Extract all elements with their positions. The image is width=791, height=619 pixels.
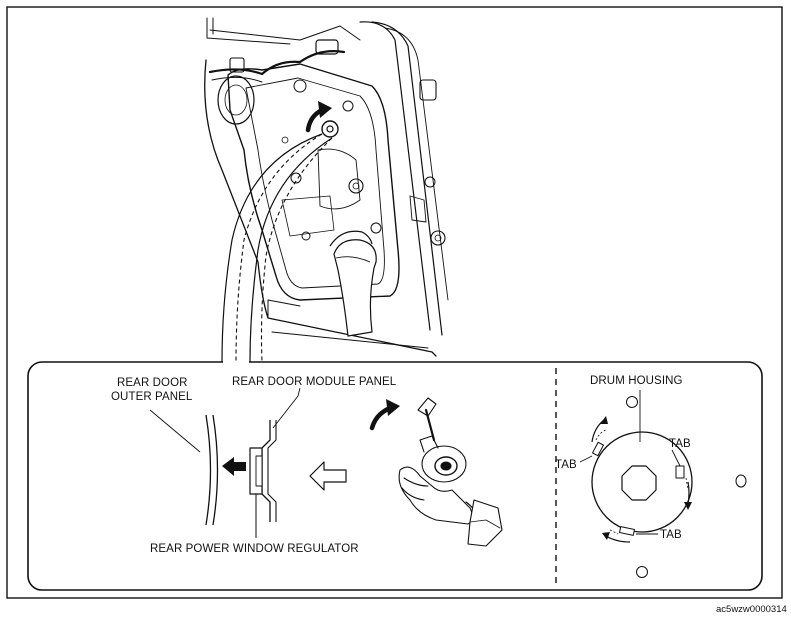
drum-center-hub [621, 465, 657, 501]
tab-left-mark [592, 441, 604, 457]
drum-housing-circle [591, 431, 693, 533]
detail-box [27, 361, 763, 591]
tab-right-mark [675, 465, 685, 479]
rotation-arrow-top [305, 101, 332, 133]
section-view [149, 387, 301, 538]
label-rear-door-module-panel: REAR DOOR MODULE PANEL [232, 376, 397, 388]
drum-housing-view [579, 390, 747, 578]
mount-hole-bottom [636, 566, 648, 578]
tab-left-arrowhead [600, 416, 608, 424]
view-direction-arrow [309, 461, 347, 491]
mount-hole-right [735, 474, 747, 488]
callout-lines [221, 133, 333, 363]
label-tab-bottom: TAB [660, 529, 682, 541]
rotation-arrow-middle [369, 399, 400, 431]
hand-holding-regulator [398, 397, 503, 547]
regulator-hole [321, 120, 339, 138]
figure-code: ac5wzw0000314 [716, 604, 787, 615]
label-rear-power-window-regulator: REAR POWER WINDOW REGULATOR [150, 543, 359, 555]
outer-border [6, 6, 783, 599]
tab-right-arrowhead [684, 502, 692, 510]
removal-direction-arrow [222, 457, 246, 476]
door-illustration [204, 17, 449, 357]
tab-bottom-mark [619, 526, 635, 536]
hand-in-door [329, 230, 377, 337]
label-rear-door-outer-panel-line2: OUTER PANEL [111, 391, 193, 403]
tab-bottom-arrowhead [602, 532, 610, 540]
mount-hole-top [626, 396, 638, 408]
label-drum-housing: DRUM HOUSING [590, 375, 683, 387]
label-rear-door-outer-panel-line1: REAR DOOR [117, 377, 188, 389]
label-tab-left: TAB [555, 459, 577, 471]
label-tab-right: TAB [669, 438, 691, 450]
